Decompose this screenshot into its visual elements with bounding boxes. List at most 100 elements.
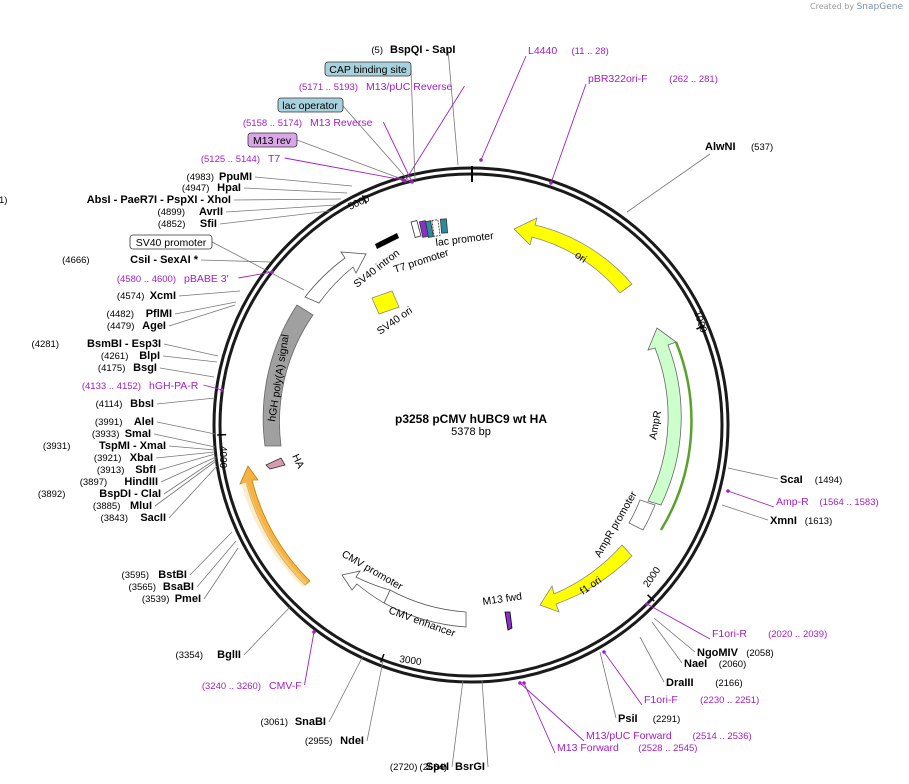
feature-ha[interactable] — [265, 457, 286, 470]
primer-amp-r[interactable]: Amp-R(1564 .. 1583) — [776, 496, 879, 508]
feature-t7-promoter[interactable] — [410, 220, 422, 238]
enzyme-site-xbai[interactable]: XbaI(3921) — [94, 452, 153, 464]
enzyme-site-mlui[interactable]: MluI(3885) — [93, 500, 152, 512]
enzyme-site-hpai[interactable]: HpaI(4947) — [182, 182, 241, 194]
enzyme-site-smai[interactable]: SmaI(3933) — [92, 428, 151, 440]
feature-hubc9-outline — [241, 481, 308, 588]
enzyme-site-ndei[interactable]: NdeI(2955) — [305, 735, 364, 747]
enzyme-site-naei[interactable]: NaeI(2060) — [684, 658, 746, 670]
leader-lines — [153, 49, 779, 768]
primer-range: (5125 .. 5144) — [201, 154, 260, 165]
feature-sv40-promoter[interactable] — [304, 251, 367, 304]
feature-cap-binding-site[interactable] — [439, 218, 449, 234]
enzyme-name: BstBI — [158, 569, 187, 581]
primer-mark — [410, 180, 414, 184]
enzyme-site-absi[interactable]: AbsI - PaeR7I - PspXI - XhoI(4921) — [0, 194, 231, 206]
enzyme-site-spei[interactable]: SpeI(2720) — [390, 761, 449, 773]
enzyme-site-csii[interactable]: CsiI - SexAI *(4666) — [62, 254, 199, 266]
enzyme-site-sfii[interactable]: SfiI(4852) — [158, 218, 217, 230]
feature-ori[interactable] — [513, 217, 633, 294]
primer-range: (11 .. 28) — [572, 46, 609, 57]
primer-pbr322ori-f[interactable]: pBR322ori-F(262 .. 281) — [588, 73, 718, 85]
primer-range: (2514 .. 2536) — [693, 731, 752, 742]
feature-hgh-polya[interactable] — [262, 304, 314, 447]
enzyme-site-bbsi[interactable]: BbsI(4114) — [96, 398, 154, 410]
primer-pbabe-3[interactable]: pBABE 3'(4580 .. 4600) — [117, 273, 229, 285]
enzyme-site-sbfi[interactable]: SbfI(3913) — [97, 464, 156, 476]
enzyme-pos: (3897) — [80, 477, 107, 488]
primer-cmv-f[interactable]: CMV-F(3240 .. 3260) — [202, 680, 302, 692]
enzyme-site-hindiii[interactable]: HindIII(3897) — [80, 476, 158, 488]
primer-t7[interactable]: T7(5125 .. 5144) — [201, 153, 281, 165]
enzyme-site-bsabi[interactable]: BsaBI(3565) — [129, 581, 194, 593]
enzyme-site-bsgi[interactable]: BsgI(4175) — [98, 362, 157, 374]
enzyme-site-agei[interactable]: AgeI(4479) — [107, 320, 166, 332]
enzyme-site-pflmi[interactable]: PflMI(4482) — [107, 308, 172, 320]
feature-m13-fwd[interactable] — [504, 611, 513, 631]
primer-leader — [382, 121, 413, 183]
enzyme-name: HpaI — [217, 182, 241, 194]
feature-sv40-ori[interactable] — [371, 290, 400, 315]
enzyme-site-bglii[interactable]: BglII(3354) — [176, 649, 241, 661]
enzyme-site-ngomiv[interactable]: NgoMIV(2058) — [697, 647, 774, 659]
enzyme-name: CsiI - SexAI * — [130, 254, 199, 266]
enzyme-site-xcmi[interactable]: XcmI(4574) — [117, 290, 176, 302]
primer-f1ori-r[interactable]: F1ori-R(2020 .. 2039) — [712, 628, 827, 640]
enzyme-site-snabi[interactable]: SnaBI(3061) — [261, 716, 326, 728]
enzyme-site-xmni[interactable]: XmnI(1613) — [770, 515, 832, 527]
tick-label-5000: 5000 — [347, 193, 372, 213]
feature-ampR-promoter[interactable] — [628, 499, 656, 531]
boxed-feature-lac-operator[interactable]: lac operator — [277, 97, 344, 113]
primer-m13-reverse[interactable]: M13 Reverse(5158 .. 5174) — [243, 117, 373, 129]
enzyme-site-psii[interactable]: PsiI(2291) — [618, 713, 680, 725]
primer-hgh-pa-r[interactable]: hGH-PA-R(4133 .. 4152) — [82, 380, 199, 392]
enzyme-site-alwni[interactable]: AlwNI(537) — [705, 141, 773, 153]
enzyme-site-bsrgi[interactable]: BsrGI(2664) — [420, 761, 485, 773]
enzyme-name: AbsI - PaeR7I - PspXI - XhoI — [87, 194, 231, 206]
enzyme-site-draiii[interactable]: DraIII(2166) — [666, 677, 743, 689]
enzyme-pos: (2166) — [715, 678, 742, 689]
primer-m13-puc-reverse[interactable]: M13/pUC Reverse(5171 .. 5193) — [299, 81, 453, 93]
enzyme-site-bsmbi[interactable]: BsmBI - Esp3I(4281) — [32, 338, 161, 350]
feature-f1-ori[interactable] — [539, 544, 633, 613]
enzyme-pos: (4852) — [158, 219, 185, 230]
primer-name: L4440 — [528, 45, 557, 57]
feature-cmv-enhancer[interactable] — [383, 589, 467, 628]
enzyme-name: BspDI - ClaI — [99, 488, 161, 500]
enzyme-site-avrii[interactable]: AvrII(4899) — [158, 206, 223, 218]
boxed-feature-sv40-promoter[interactable]: SV40 promoter — [129, 234, 213, 250]
primer-m13-puc-forward[interactable]: M13/pUC Forward(2514 .. 2536) — [586, 730, 752, 742]
feature-ampR[interactable] — [647, 327, 682, 506]
enzyme-site-scai[interactable]: ScaI(1494) — [780, 474, 842, 486]
enzyme-site-ppumi[interactable]: PpuMI(4983) — [187, 171, 252, 183]
enzyme-site-pmei[interactable]: PmeI(3539) — [142, 593, 201, 605]
enzyme-site-sacii[interactable]: SacII(3843) — [101, 512, 166, 524]
primer-name: pBABE 3' — [184, 273, 229, 285]
enzyme-leader — [154, 460, 217, 507]
primer-f1ori-f[interactable]: F1ori-F(2230 .. 2251) — [644, 694, 759, 706]
primer-mark — [726, 489, 730, 493]
feature-label-ori: ori — [572, 249, 588, 266]
enzyme-site-bspqi[interactable]: BspQI - SapI(5) — [371, 44, 455, 56]
feature-cmv-promoter[interactable] — [341, 570, 391, 604]
enzyme-name: SbfI — [135, 464, 156, 476]
feature-lac-promoter[interactable] — [431, 219, 441, 237]
boxed-feature-cap[interactable]: CAP binding site — [324, 61, 412, 77]
feature-lac-operator[interactable] — [425, 220, 434, 238]
primer-name: F1ori-R — [712, 628, 747, 640]
enzyme-leader — [162, 355, 218, 363]
enzyme-name: PpuMI — [219, 171, 252, 183]
boxed-feature-m13-rev[interactable]: M13 rev — [247, 132, 298, 148]
primer-m13-forward[interactable]: M13 Forward(2528 .. 2545) — [557, 742, 697, 754]
enzyme-site-tspmi[interactable]: TspMI - XmaI(3931) — [43, 440, 166, 452]
primer-mark — [270, 270, 274, 274]
enzyme-site-bspdi[interactable]: BspDI - ClaI(3892) — [38, 488, 161, 500]
primer-marks — [220, 158, 730, 685]
feature-sv40-intron[interactable] — [375, 233, 399, 249]
enzyme-site-blpi[interactable]: BlpI(4261) — [101, 350, 160, 362]
primer-l4440[interactable]: L4440 (11 .. 28) — [528, 45, 609, 57]
primer-range: (5158 .. 5174) — [243, 118, 302, 129]
enzyme-site-bstbi[interactable]: BstBI(3595) — [122, 569, 187, 581]
enzyme-site-alei[interactable]: AleI(3991) — [95, 416, 154, 428]
feature-hubc9-cds[interactable] — [239, 465, 311, 586]
